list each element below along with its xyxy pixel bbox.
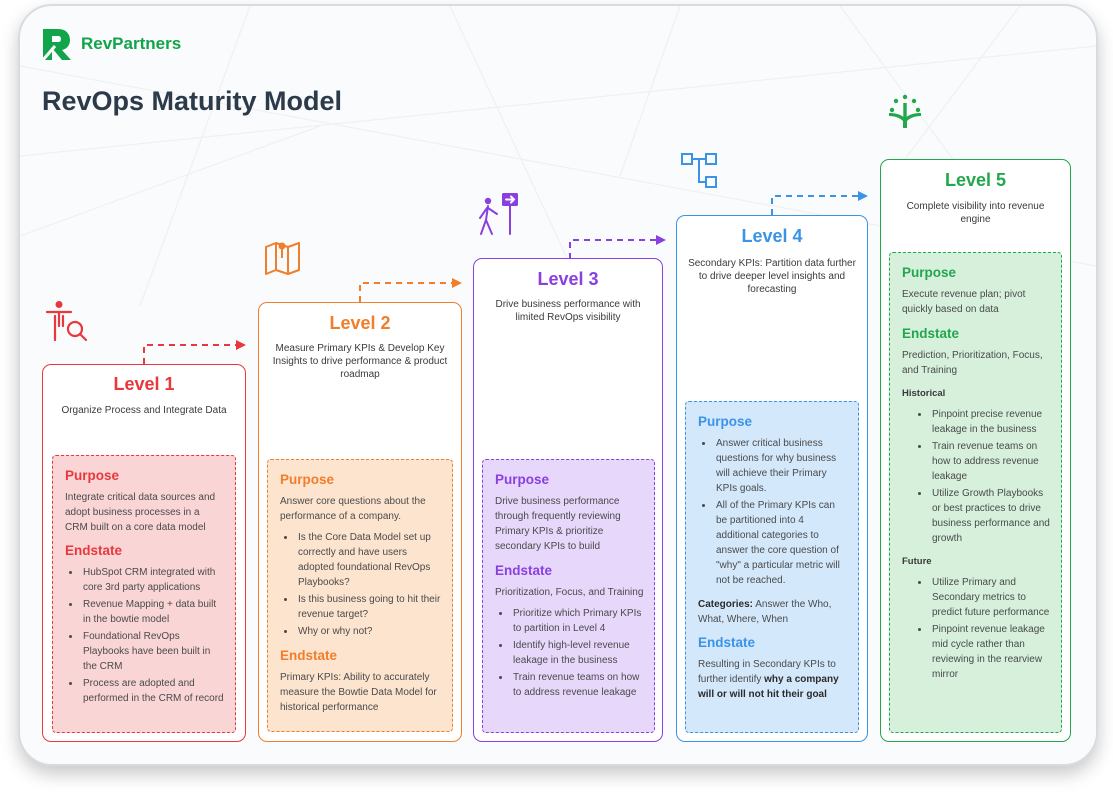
brand-name: RevPartners	[81, 34, 182, 53]
categories-line: Categories: Answer the Who, What, Where,…	[698, 597, 848, 627]
list-item: Why or why not?	[296, 624, 442, 639]
level-title: Level 1	[113, 374, 175, 394]
future-label: Future	[902, 556, 932, 567]
endstate-text: Primary KPIs: Ability to accurately meas…	[280, 672, 437, 713]
endstate-heading: Endstate	[698, 635, 756, 650]
level-title: Level 4	[741, 226, 803, 246]
purpose-text: Execute revenue plan; pivot quickly base…	[902, 289, 1026, 315]
level-title: Level 2	[329, 313, 391, 333]
endstate-heading: Endstate	[495, 563, 553, 578]
list-item: Train revenue teams on how to address re…	[511, 670, 644, 700]
historical-label: Historical	[902, 388, 946, 399]
level-1-details: Purpose Integrate critical data sources …	[52, 455, 236, 733]
person-magnifier-icon	[45, 301, 88, 342]
purpose-heading: Purpose	[65, 468, 120, 483]
purpose-heading: Purpose	[902, 265, 957, 280]
level-title: Level 5	[944, 170, 1007, 190]
hiker-sign-icon	[479, 193, 518, 235]
level-subtitle: Complete visibility into revenue engine	[906, 201, 1045, 225]
list-item: Utilize Growth Playbooks or best practic…	[930, 486, 1051, 546]
level-title: Level 3	[537, 269, 599, 289]
arrow-level4-to-level5	[771, 191, 868, 215]
map-pin-icon	[265, 242, 300, 275]
purpose-heading: Purpose	[495, 472, 550, 487]
endstate-text: Resulting in Secondary KPIs to further i…	[698, 659, 836, 685]
purpose-heading: Purpose	[698, 414, 753, 429]
list-item: Train revenue teams on how to address re…	[930, 439, 1051, 484]
endstate-emphasis: why a company will or will not hit their…	[698, 674, 839, 700]
level-subtitle: Measure Primary KPIs & Develop Key Insig…	[272, 343, 448, 380]
arrow-level2-to-level3	[359, 278, 462, 302]
level-4-card: Level 4 Secondary KPIs: Partition data f…	[676, 215, 868, 742]
brand: RevPartners	[40, 27, 181, 61]
purpose-text: Drive business performance through frequ…	[495, 496, 621, 552]
purpose-text: Integrate critical data sources and adop…	[65, 492, 216, 533]
page-title: RevOps Maturity Model	[42, 86, 343, 116]
list-item: Identify high-level revenue leakage in t…	[511, 638, 644, 668]
endstate-text: Prediction, Prioritization, Focus, and T…	[902, 350, 1043, 376]
level-3-card: Level 3 Drive business performance with …	[473, 258, 663, 742]
level-5-card: Level 5 Complete visibility into revenue…	[880, 159, 1071, 742]
level-subtitle: Secondary KPIs: Partition data further t…	[688, 258, 856, 295]
list-item: Utilize Primary and Secondary metrics to…	[930, 575, 1051, 620]
list-item: All of the Primary KPIs can be partition…	[714, 498, 848, 588]
level-5-details: Purpose Execute revenue plan; pivot quic…	[889, 252, 1062, 733]
arrow-level1-to-level2	[143, 340, 246, 364]
categories-label: Categories:	[698, 599, 754, 610]
level-3-details: Purpose Drive business performance throu…	[482, 459, 655, 733]
purpose-heading: Purpose	[280, 472, 335, 487]
sprout-growth-icon	[889, 94, 921, 128]
future-list: Utilize Primary and Secondary metrics to…	[902, 575, 1051, 682]
endstate-text: Prioritization, Focus, and Training	[495, 587, 644, 598]
purpose-text: Answer core questions about the performa…	[280, 496, 426, 522]
endstate-heading: Endstate	[65, 543, 123, 558]
endstate-text-line: Resulting in Secondary KPIs to further i…	[698, 657, 848, 702]
list-item: Answer critical business questions for w…	[714, 436, 848, 496]
list-item: Revenue Mapping + data built in the bowt…	[81, 597, 225, 627]
endstate-list: HubSpot CRM integrated with core 3rd par…	[65, 565, 225, 706]
revpartners-logo-icon	[41, 29, 71, 61]
list-item: Pinpoint precise revenue leakage in the …	[930, 407, 1051, 437]
arrow-level3-to-level4	[569, 235, 666, 259]
level-1-card: Level 1 Organize Process and Integrate D…	[42, 364, 246, 742]
historical-list: Pinpoint precise revenue leakage in the …	[902, 407, 1051, 546]
endstate-heading: Endstate	[902, 326, 960, 341]
level-subtitle: Organize Process and Integrate Data	[61, 405, 227, 416]
level-2-card: Level 2 Measure Primary KPIs & Develop K…	[258, 302, 462, 742]
level-4-details: Purpose Answer critical business questio…	[685, 401, 859, 733]
list-item: Is this business going to hit their reve…	[296, 592, 442, 622]
categories-text: Answer the Who, What, Where, When	[698, 599, 832, 625]
list-item: Process are adopted and performed in the…	[81, 676, 225, 706]
hierarchy-icon	[681, 153, 717, 188]
level-subtitle: Drive business performance with limited …	[495, 299, 641, 323]
endstate-list: Prioritize which Primary KPIs to partiti…	[495, 606, 644, 700]
purpose-list: Is the Core Data Model set up correctly …	[280, 530, 442, 639]
list-item: Foundational RevOps Playbooks have been …	[81, 629, 225, 674]
purpose-list: Answer critical business questions for w…	[698, 436, 848, 588]
list-item: Prioritize which Primary KPIs to partiti…	[511, 606, 644, 636]
list-item: HubSpot CRM integrated with core 3rd par…	[81, 565, 225, 595]
list-item: Pinpoint revenue leakage mid cycle rathe…	[930, 622, 1051, 682]
list-item: Is the Core Data Model set up correctly …	[296, 530, 442, 590]
endstate-heading: Endstate	[280, 648, 338, 663]
level-2-details: Purpose Answer core questions about the …	[267, 459, 453, 732]
